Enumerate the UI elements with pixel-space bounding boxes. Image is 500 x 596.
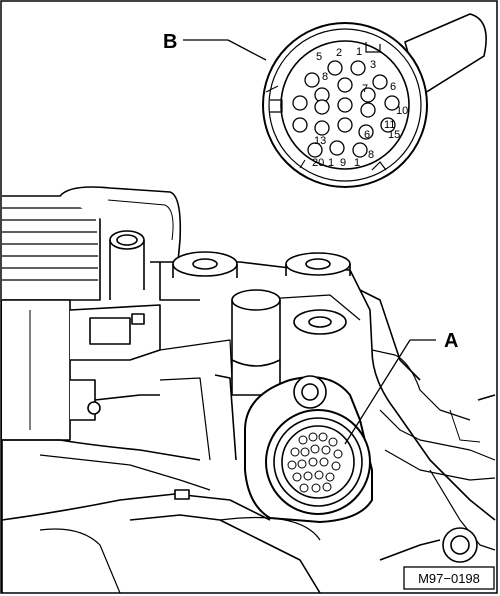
solenoid-valve	[159, 289, 281, 461]
pin-label: 10	[396, 105, 408, 117]
pin-label: 8	[322, 71, 328, 83]
pin-label: 1	[354, 157, 360, 169]
connector-detail-b: 5 2 1 8 3 7 6 10 11 13 6 15 20 1 9 1 8	[262, 13, 487, 188]
connector-b-pin-holes	[292, 60, 400, 158]
pin-label: 6	[364, 129, 370, 141]
pin-label: 8	[368, 149, 374, 161]
mounting-bosses	[172, 251, 351, 335]
pin-label: 1	[356, 46, 362, 58]
callout-a-label: A	[444, 330, 458, 352]
pin-label: 7	[362, 83, 368, 95]
housing-body	[1, 261, 496, 594]
connector-socket-a	[244, 375, 373, 523]
callout-a: A	[344, 330, 458, 445]
callout-b-label: B	[163, 31, 177, 53]
right-channels	[359, 289, 496, 563]
pin-label: 6	[390, 81, 396, 93]
pin-label: 20	[312, 157, 324, 169]
pin-label: 5	[316, 51, 322, 63]
pin-label: 13	[314, 135, 326, 147]
pin-label: 15	[388, 129, 400, 141]
pin-label: 11	[384, 119, 395, 131]
reference-code-box: M97−0198	[403, 566, 495, 590]
callout-b: B	[163, 31, 267, 61]
connector-b-pin-numbers: 5 2 1 8 3 7 6 10 11 13 6 15 20 1 9 1 8	[312, 46, 408, 169]
pin-label: 2	[336, 47, 342, 59]
pin-label: 9	[340, 157, 346, 169]
pin-label: 1	[328, 157, 334, 169]
connector-a-pins	[287, 432, 343, 493]
left-cylinder-assembly	[1, 186, 182, 330]
mechatronic-unit-drawing	[1, 186, 496, 594]
reference-code: M97−0198	[418, 571, 480, 586]
pin-label: 3	[370, 59, 376, 71]
solenoid-block	[2, 299, 211, 500]
